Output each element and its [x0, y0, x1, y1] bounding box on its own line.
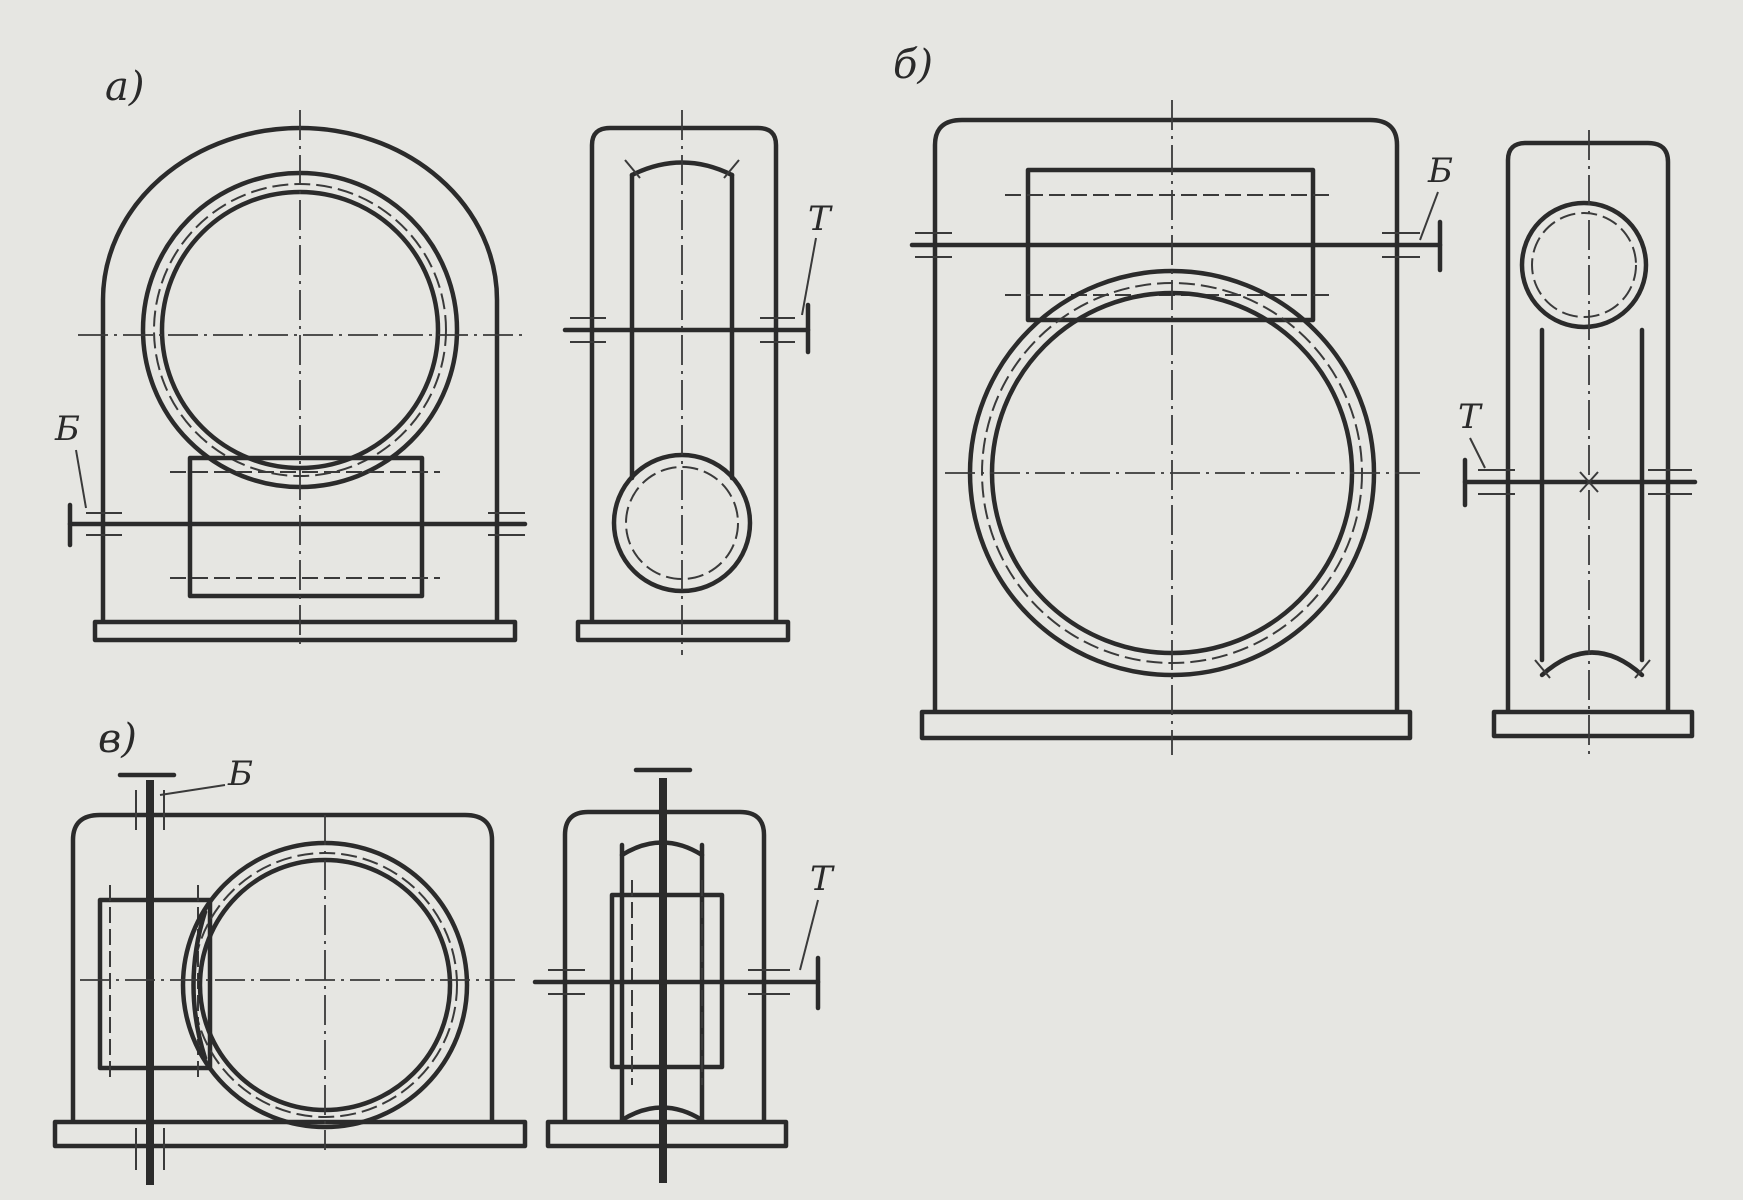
panel-v-front-view: Б [52, 754, 528, 1185]
housing-base [919, 709, 1413, 741]
panel-a-label: а) [105, 64, 144, 110]
panel-b-front-view: Б [909, 100, 1453, 755]
worm [187, 455, 425, 599]
housing-outline [1505, 140, 1671, 713]
panel-b-label: б) [893, 42, 933, 88]
panel-a-front-view: Б [54, 110, 528, 645]
housing-outline [70, 812, 495, 1123]
housing-base [575, 619, 791, 643]
panel-v: в) Б [52, 716, 835, 1185]
panel-b-side-view: Т [1458, 130, 1698, 755]
housing-base [1491, 709, 1695, 739]
panel-b: б) Б [893, 42, 1698, 755]
worm-end-circle [1519, 200, 1649, 330]
callout-output-shaft: Т [1458, 397, 1483, 437]
callout-output-shaft: Т [808, 199, 833, 239]
panel-v-label: в) [98, 716, 137, 762]
worm [97, 897, 213, 1071]
callout-input-shaft: Б [227, 754, 253, 794]
panel-a-side-view: Т [562, 110, 833, 655]
housing-outline [932, 117, 1400, 713]
panel-v-side-view: Т [532, 767, 835, 1183]
housing-base [52, 1119, 528, 1149]
housing-outline [589, 125, 779, 623]
callout-input-shaft: Б [54, 409, 80, 449]
callout-input-shaft: Б [1427, 151, 1453, 191]
input-shaft [146, 780, 154, 1185]
panel-a: а) Б [54, 64, 833, 655]
callout-output-shaft: Т [810, 859, 835, 899]
housing-base [92, 619, 518, 643]
